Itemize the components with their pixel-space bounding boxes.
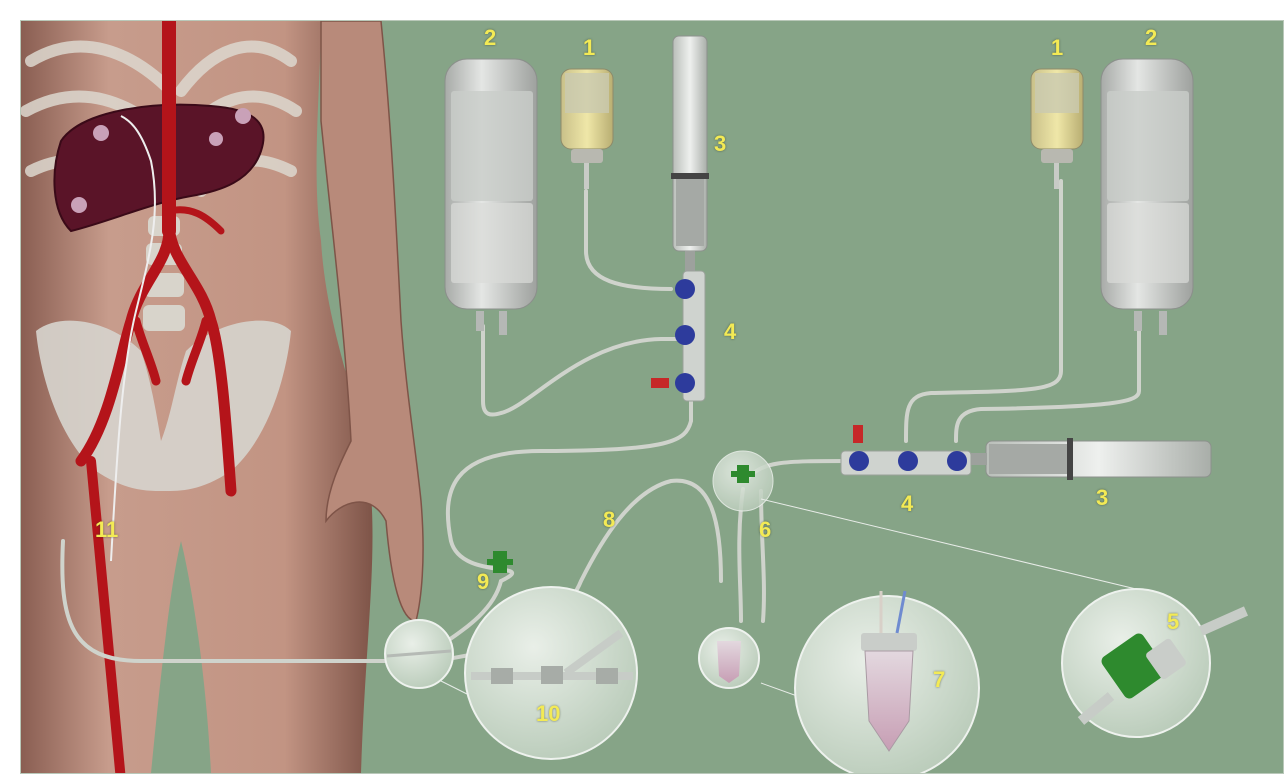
- magnifier-7: [795, 591, 979, 773]
- illustration-frame: 2 1 3 4 1 2 4 3 5 6 7 8 9 10 11: [20, 20, 1284, 774]
- label-5: 5: [1167, 611, 1179, 633]
- label-2-left: 2: [484, 27, 496, 49]
- label-6: 6: [759, 519, 771, 541]
- tube-icon: [717, 641, 741, 683]
- iv-bag-left: [445, 59, 537, 335]
- catheter-setup-diagram: [21, 21, 1283, 773]
- filter-6: [713, 451, 773, 511]
- vial-left: [561, 69, 613, 189]
- iv-bag-right: [1101, 59, 1193, 335]
- label-2-right: 2: [1145, 27, 1157, 49]
- magnifier-catheter-junction: [385, 620, 453, 688]
- label-7: 7: [933, 669, 945, 691]
- label-3-right: 3: [1096, 487, 1108, 509]
- label-4-bottom: 4: [901, 493, 913, 515]
- magnifier-5: [1062, 589, 1246, 737]
- label-1-right: 1: [1051, 37, 1063, 59]
- label-1-left: 1: [583, 37, 595, 59]
- label-4-top: 4: [724, 321, 736, 343]
- label-11: 11: [95, 519, 118, 541]
- magnifier-tube-small: [699, 628, 759, 688]
- vial-right: [1031, 69, 1083, 189]
- syringe-horizontal: [971, 438, 1211, 480]
- syringe-vertical: [671, 36, 709, 273]
- magnifier-10: [465, 587, 637, 759]
- label-9: 9: [477, 571, 489, 593]
- label-3-top: 3: [714, 133, 726, 155]
- label-8: 8: [603, 509, 615, 531]
- label-10: 10: [536, 703, 560, 725]
